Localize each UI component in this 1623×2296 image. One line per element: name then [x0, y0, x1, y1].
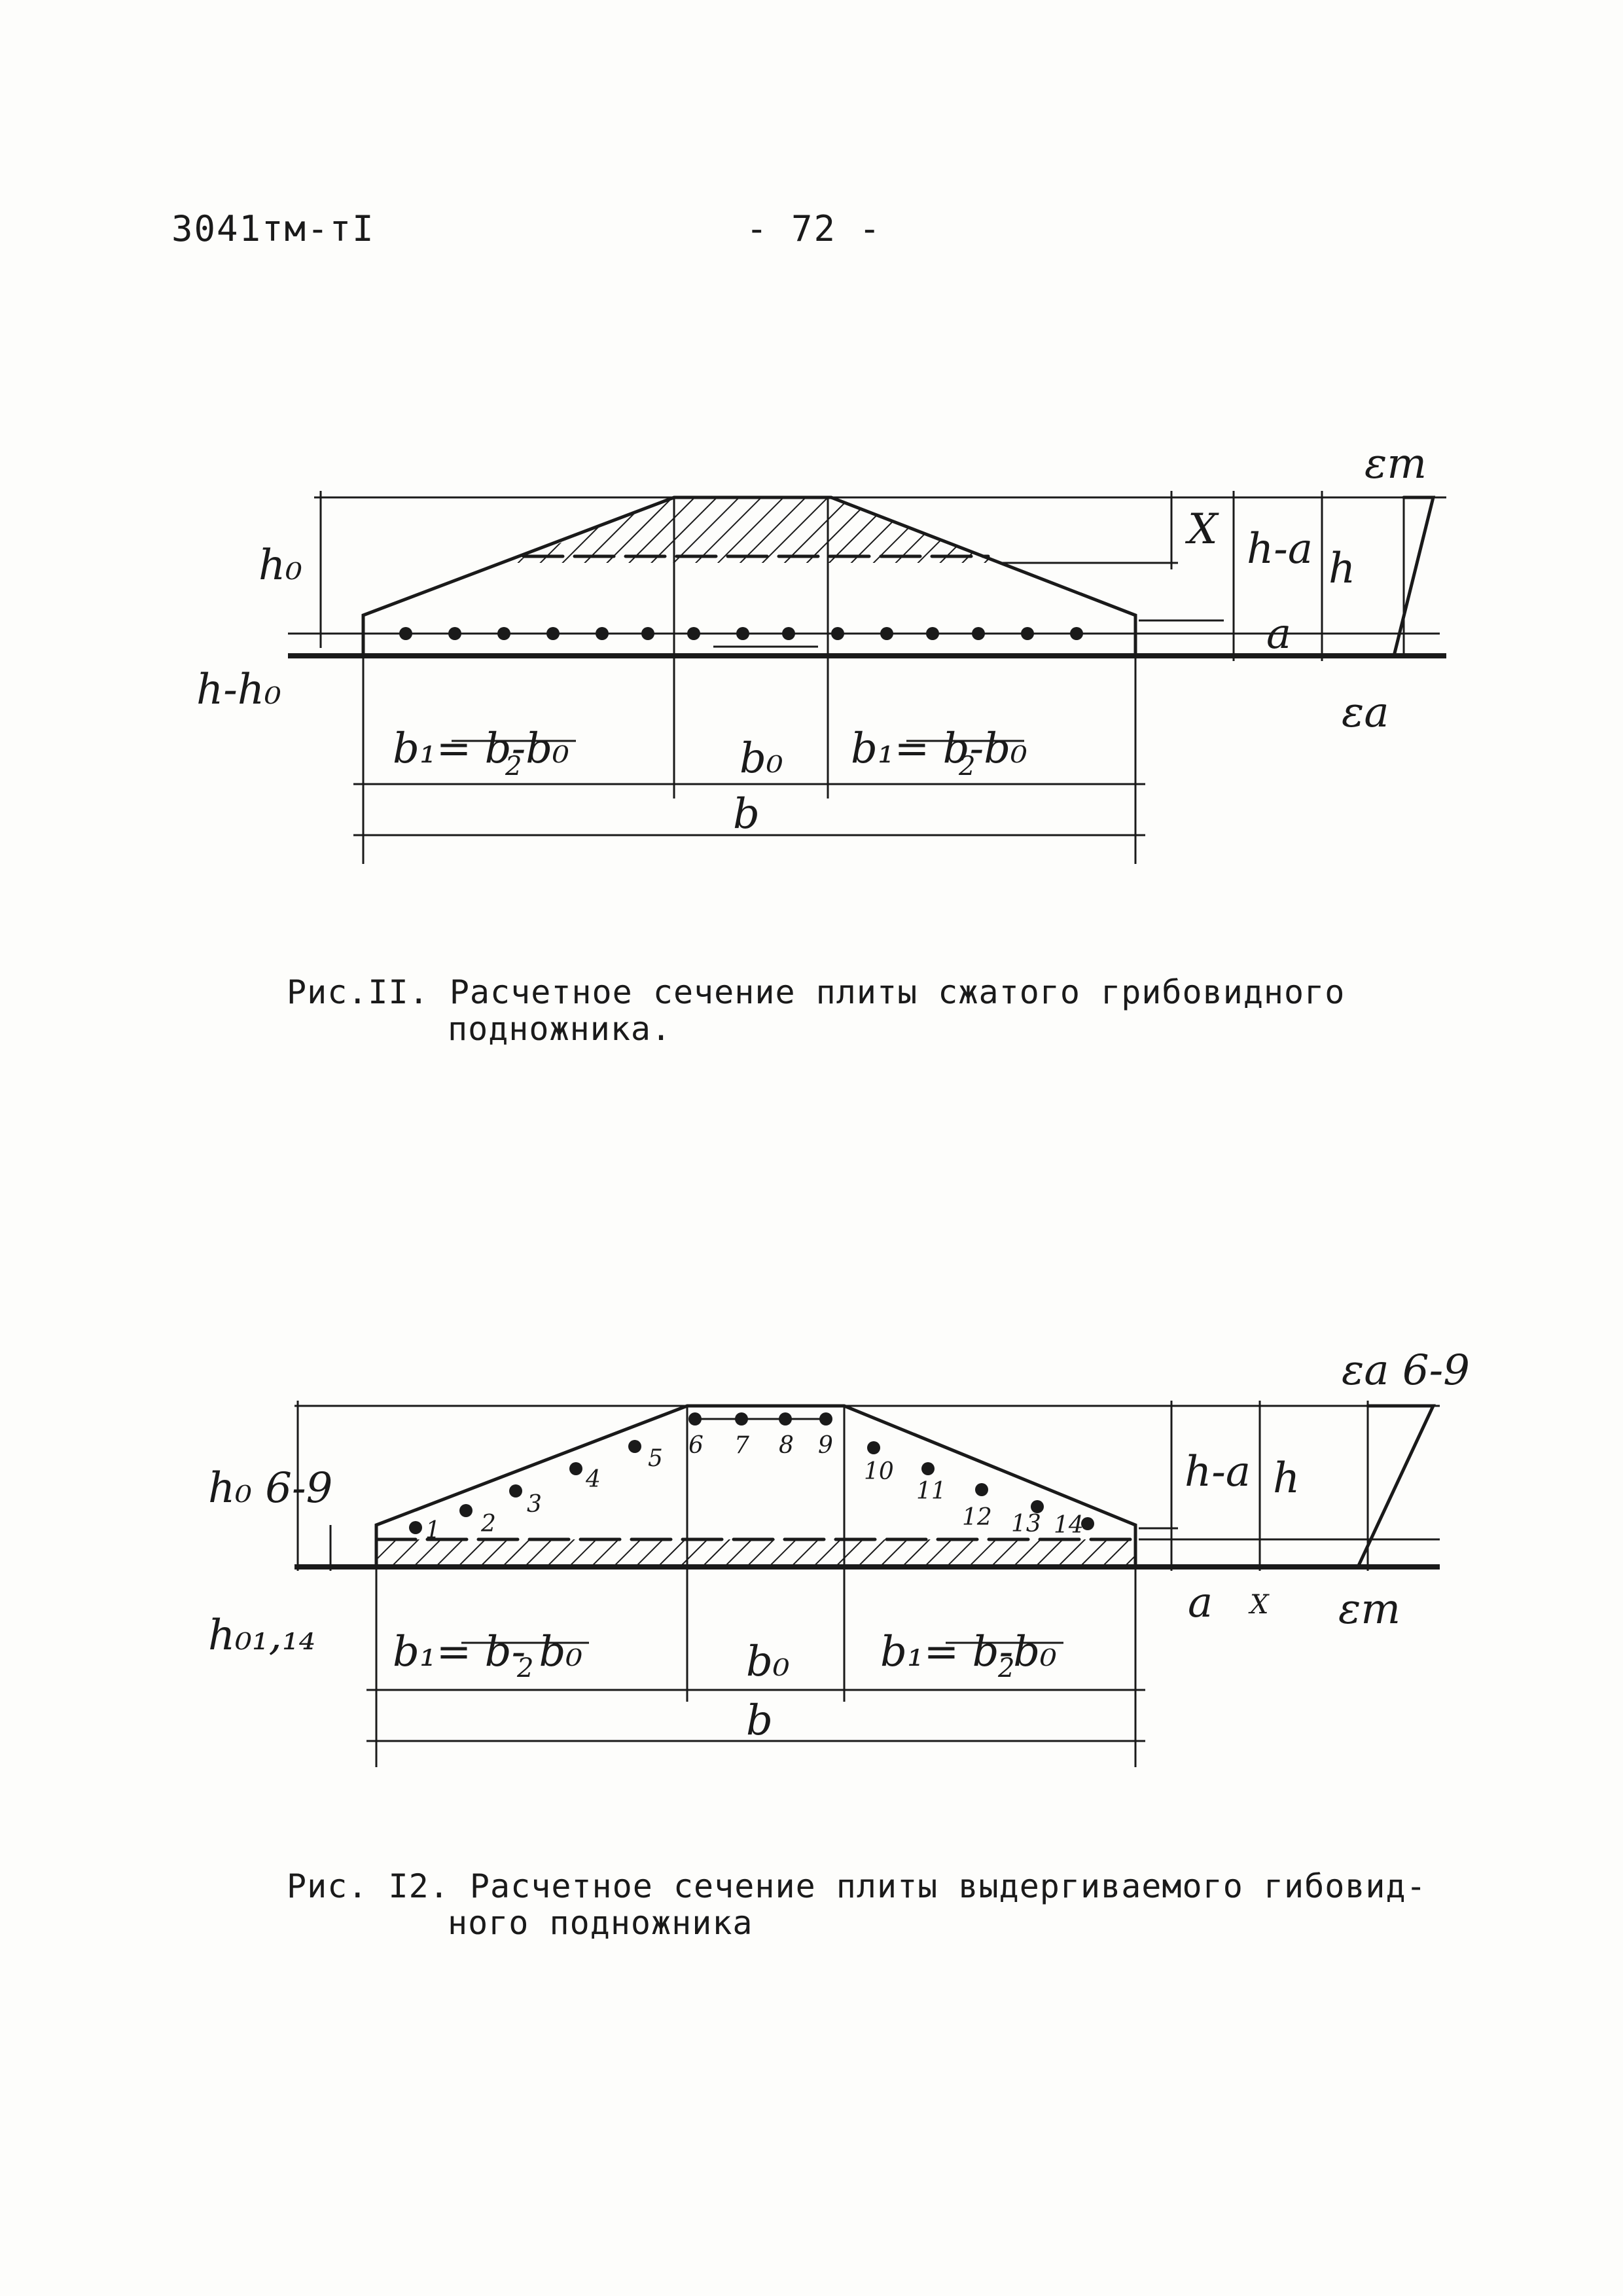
- document-code: 3041тм-тI: [171, 208, 375, 249]
- strain-diagram: [1356, 1404, 1436, 1569]
- figure-12-caption: Рис. I2. Расчетное сечение плиты выдерги…: [287, 1868, 1427, 1941]
- label-b1-right-den: 2: [958, 751, 975, 781]
- bar-number-11: 11: [916, 1478, 946, 1505]
- figure-11-caption-line1: Рис.II. Расчетное сечение плиты сжатого …: [287, 973, 1346, 1011]
- label-h-minus-h0: h-h₀: [196, 666, 281, 714]
- bar-number-labels: 1 2 3 4 5 6 7 8 9 10 11 12 13 14: [425, 1432, 1084, 1544]
- tension-zone-hatch: [376, 1539, 1135, 1566]
- bar-number-8: 8: [779, 1432, 794, 1459]
- bar-number-3: 3: [527, 1491, 542, 1518]
- figure-11-caption: Рис.II. Расчетное сечение плиты сжатого …: [287, 974, 1345, 1047]
- label-eps-a: εa: [1342, 689, 1389, 737]
- strain-diagram: [1391, 495, 1436, 658]
- label-b1-right: b₁= b-b₀: [851, 725, 1027, 773]
- bar-number-2: 2: [480, 1511, 496, 1537]
- bar-number-4: 4: [585, 1466, 601, 1493]
- figure-11-caption-line2: подножника.: [448, 1010, 672, 1048]
- label-b1-right: b₁= b-b₀: [880, 1628, 1057, 1676]
- label-x: X: [1185, 505, 1219, 554]
- figure-12-section-drawing: 1 2 3 4 5 6 7 8 9 10 11 12 13 14: [208, 1346, 1470, 1767]
- label-b: b: [733, 790, 760, 838]
- bar-number-5: 5: [648, 1445, 663, 1472]
- bar-number-6: 6: [688, 1432, 704, 1459]
- label-eps-m: εm: [1364, 440, 1427, 488]
- label-b1-left: b₁= b- b₀: [393, 1628, 582, 1676]
- label-b1-left: b₁= b-b₀: [393, 725, 569, 773]
- label-b1-left-den: 2: [505, 751, 522, 781]
- bar-number-9: 9: [818, 1432, 833, 1459]
- figure-12-caption-line1: Рис. I2. Расчетное сечение плиты выдерги…: [287, 1867, 1427, 1905]
- label-h: h: [1329, 545, 1355, 593]
- bar-number-7: 7: [734, 1432, 749, 1459]
- bar-number-12: 12: [962, 1504, 992, 1531]
- label-h: h: [1273, 1454, 1300, 1503]
- figure-11-section-drawing: h₀ h-h₀ X h-a h a εm εa b₁= b-b₀ 2 b₀ b₁…: [196, 440, 1446, 864]
- label-a: a: [1266, 610, 1291, 658]
- label-b1-right-den: 2: [997, 1653, 1014, 1683]
- label-b1-left-den: 2: [516, 1653, 533, 1683]
- label-h0-69: h₀ 6-9: [208, 1464, 332, 1513]
- rebar-dots: [409, 1412, 1094, 1534]
- figure-12-caption-line2: ного подножника: [448, 1904, 753, 1942]
- bar-number-13: 13: [1011, 1511, 1041, 1537]
- bar-number-10: 10: [864, 1458, 894, 1485]
- bar-number-1: 1: [425, 1517, 440, 1544]
- page-number: - 72 -: [746, 208, 882, 249]
- label-eps-m: εm: [1338, 1585, 1400, 1634]
- label-x: X: [1248, 1590, 1270, 1620]
- label-b0: b₀: [740, 734, 783, 783]
- label-eps-a-69: εa 6-9: [1342, 1346, 1470, 1395]
- label-a: a: [1188, 1579, 1213, 1627]
- label-h-minus-a: h-a: [1185, 1448, 1251, 1496]
- label-h0-114: h₀₁,₁₄: [208, 1611, 315, 1660]
- rebar-dots: [399, 627, 1083, 640]
- label-b0: b₀: [746, 1638, 790, 1686]
- bar-number-14: 14: [1054, 1512, 1084, 1539]
- label-b: b: [746, 1696, 773, 1745]
- label-h-minus-a: h-a: [1247, 525, 1313, 573]
- label-h0: h₀: [259, 541, 302, 590]
